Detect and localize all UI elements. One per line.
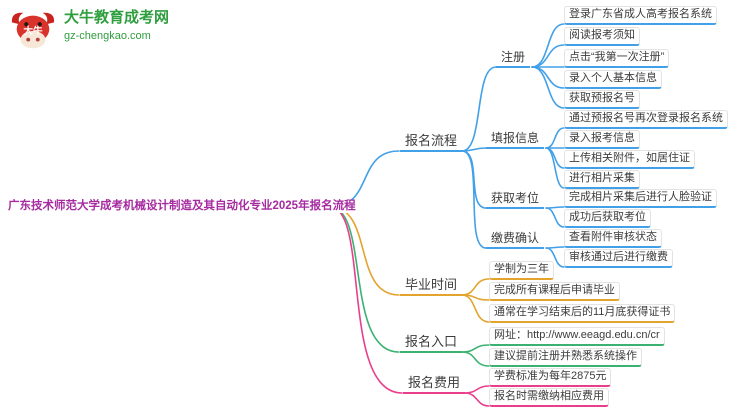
leaf-node: 学制为三年 (489, 261, 554, 280)
leaf-node: 进行相片采集 (564, 170, 640, 189)
branch-fees: 报名费用 (403, 374, 466, 394)
leaf-node: 成功后获取考位 (564, 209, 651, 228)
leaf-node: 通常在学习结束后的11月底获得证书 (489, 304, 676, 323)
leaf-node: 完成所有课程后申请毕业 (489, 282, 620, 301)
branch-entry-portal: 报名入口 (400, 333, 463, 353)
branch-registration-flow: 报名流程 (400, 132, 463, 152)
leaf-node: 审核通过后进行缴费 (564, 249, 673, 268)
leaf-node: 阅读报考须知 (564, 27, 640, 46)
leaf-node: 通过预报名号再次登录报名系统 (564, 110, 728, 129)
site-name: 大牛教育成考网 (64, 9, 170, 26)
branch-graduation-time: 毕业时间 (400, 276, 463, 296)
leaf-node: 建议提前注册并熟悉系统操作 (489, 348, 642, 367)
leaf-node: 点击“我第一次注册” (564, 49, 670, 68)
leaf-node: 登录广东省成人高考报名系统 (564, 6, 717, 25)
leaf-node: 报名时需缴纳相应费用 (489, 388, 609, 407)
site-domain: gz-chengkao.com (64, 30, 151, 42)
mindmap-root: 广东技术师范大学成考机械设计制造及其自动化专业2025年报名流程 (8, 200, 356, 213)
sub-fill-info: 填报信息 (486, 130, 545, 149)
sub-register: 注册 (496, 49, 531, 68)
leaf-node: 录入个人基本信息 (564, 70, 662, 89)
leaf-node: 学费标准为每年2875元 (489, 368, 612, 387)
leaf-node: 上传相关附件，如居住证 (564, 150, 695, 169)
sub-pay-confirm: 缴费确认 (486, 230, 545, 249)
leaf-node: 获取预报名号 (564, 90, 640, 109)
sub-get-seat: 获取考位 (486, 190, 545, 209)
leaf-node: 完成相片采集后进行人脸验证 (564, 189, 717, 208)
leaf-node: 查看附件审核状态 (564, 229, 662, 248)
site-logo: 大牛 大牛教育成考网 gz-chengkao.com (10, 8, 169, 54)
bull-logo-icon: 大牛 (11, 12, 55, 49)
svg-text:大牛: 大牛 (23, 25, 43, 37)
leaf-node: 网址：http://www.eeagd.edu.cn/cr (489, 327, 665, 346)
leaf-node: 录入报考信息 (564, 130, 640, 149)
